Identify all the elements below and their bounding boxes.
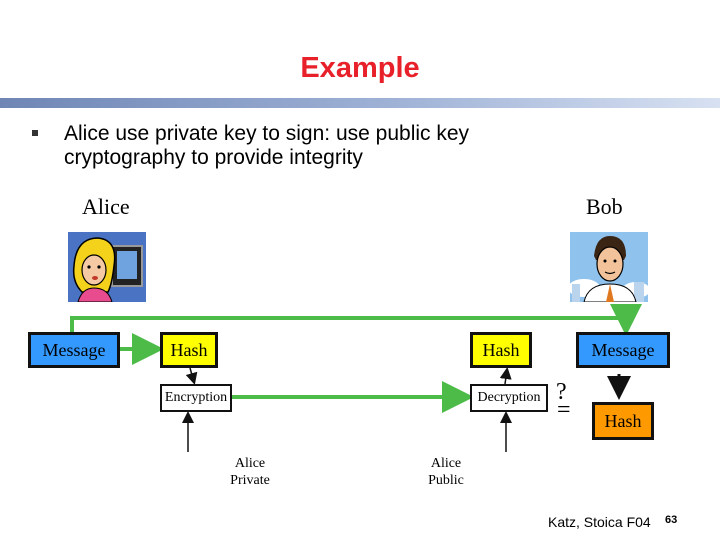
bob-message-box: Message	[576, 332, 670, 368]
bullet-marker	[32, 130, 38, 136]
alice-message-box: Message	[28, 332, 120, 368]
question-mark: ?	[556, 379, 567, 405]
alice-label: Alice	[82, 194, 130, 219]
alice-private-key-label: Alice Private	[230, 456, 270, 488]
footer-credit: Katz, Stoica F04	[548, 514, 651, 530]
title-divider	[0, 98, 720, 108]
recovered-hash-box: Hash	[470, 332, 532, 368]
equals-mark: =	[557, 397, 571, 423]
hash-to-encryption-arrow	[185, 367, 198, 385]
alice-hash-box: Hash	[160, 332, 218, 368]
slide-title: Example	[300, 52, 420, 84]
encryption-box: Encryption	[160, 384, 232, 412]
bob-label: Bob	[586, 194, 623, 219]
decryption-box: Decryption	[470, 384, 548, 412]
page-number: 63	[665, 514, 678, 526]
bob-portrait-icon	[570, 232, 648, 302]
message-transfer-line	[70, 304, 642, 336]
alice-public-key-label: Alice Public	[428, 456, 464, 488]
decryption-to-hash-arrow	[499, 367, 512, 385]
bullet-text: Alice use private key to sign: use publi…	[64, 122, 470, 169]
bob-hash-box: Hash	[592, 402, 654, 440]
alice-portrait-icon	[68, 232, 146, 302]
